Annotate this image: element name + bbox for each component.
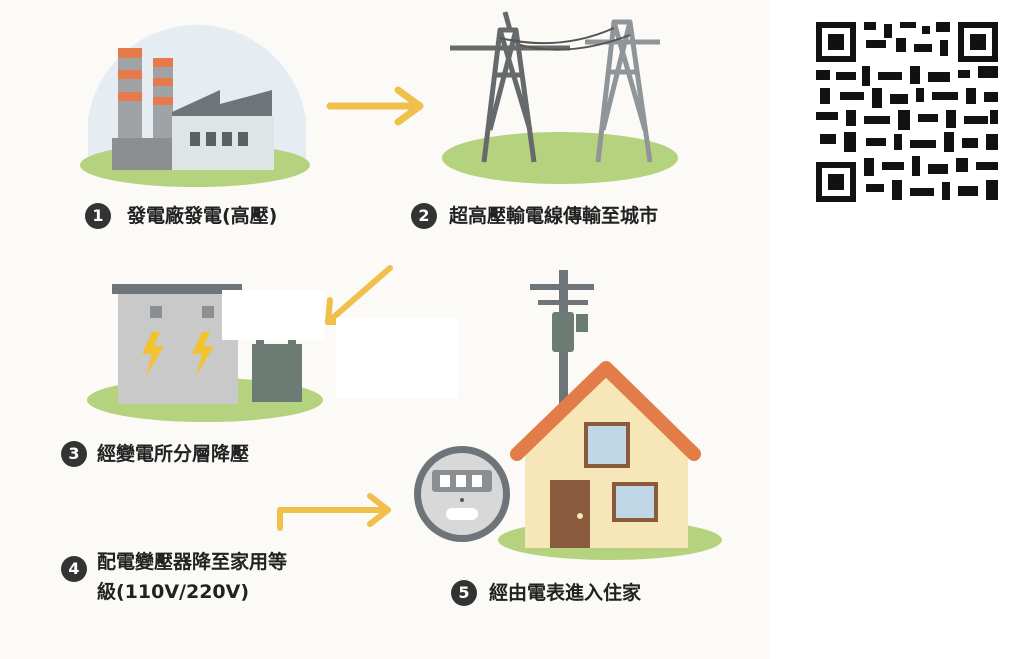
step-5-label: 經由電表進入住家 [489,582,642,604]
step-2-label: 超高壓輸電線傳輸至城市 [449,205,659,227]
arrow-right-icon [326,86,424,126]
step-4-number: 4 [61,556,87,582]
power-plant-icon [80,24,310,187]
step-3-number: 3 [61,441,87,467]
utility-pole-transformer-icon [530,270,594,410]
step-5-number: 5 [451,580,477,606]
step-1-number: 1 [85,203,111,229]
step-4-label-line-1: 配電變壓器降至家用等 [97,551,288,573]
step-2-number: 2 [411,203,437,229]
step-3-label: 經變電所分層降壓 [97,443,250,465]
qr-code-icon [812,20,1000,208]
step-4-label-line-2: 級(110V/220V) [97,581,250,603]
substation-icon [87,284,458,422]
electric-meter-icon [414,446,510,542]
arrow-right-icon [277,493,391,531]
house-icon [498,361,722,560]
step-1-label: 發電廠發電(高壓) [127,205,278,227]
transmission-tower-icon [442,11,678,184]
